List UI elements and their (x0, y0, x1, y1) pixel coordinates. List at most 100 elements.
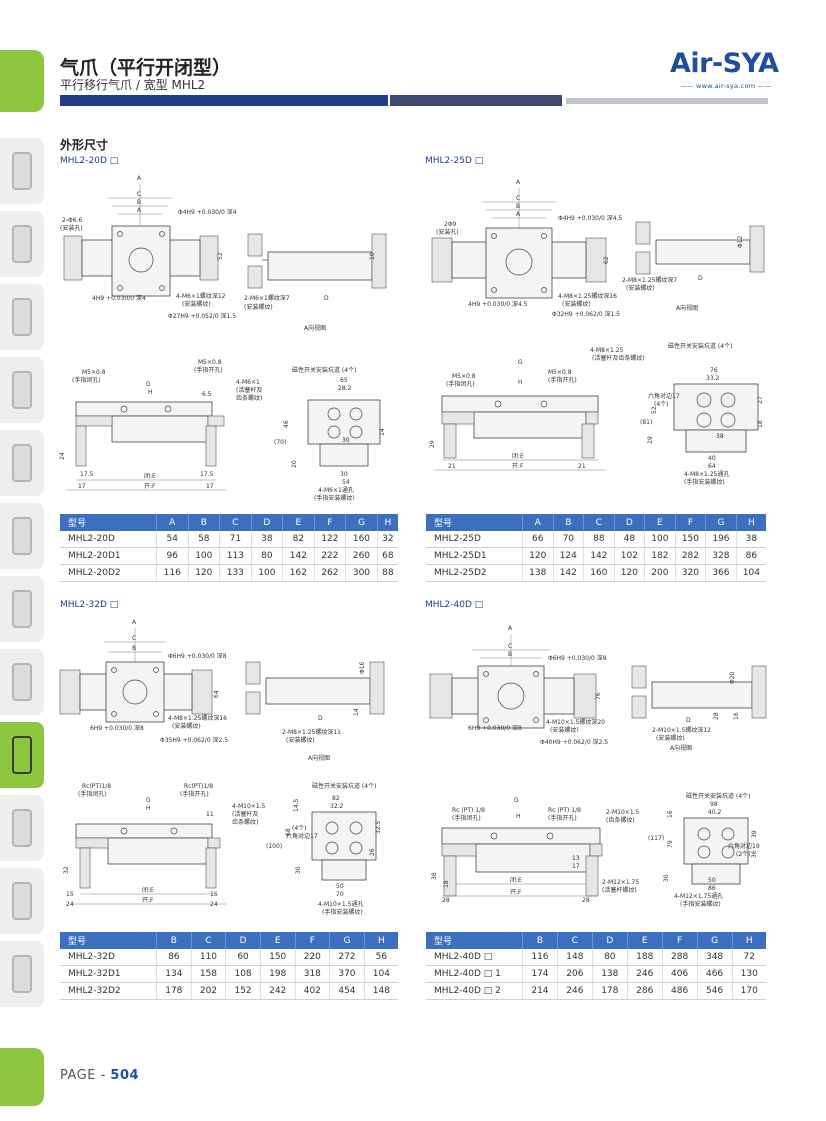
dim-b: B (132, 645, 136, 652)
dim-175-left: 17.5 (80, 471, 94, 478)
value-cell: 152 (225, 982, 261, 1000)
category-tab-7[interactable] (0, 576, 44, 642)
dim-76: 76 (595, 692, 602, 700)
component-icon (12, 371, 32, 409)
category-tab-11[interactable] (0, 868, 44, 934)
model-cell: MHL2-20D (60, 531, 157, 548)
component-icon (12, 590, 32, 628)
category-tab-2[interactable] (0, 211, 44, 277)
gripper-icon (12, 736, 32, 774)
value-cell: 142 (553, 564, 585, 582)
note-switch-slot: 磁性开关安装坑道 (4个) (686, 792, 750, 800)
dim-27: 27 (757, 396, 764, 404)
value-cell: 70 (553, 531, 585, 548)
category-tab-1[interactable] (0, 138, 44, 204)
dim-open-f: 开:F (142, 897, 154, 904)
dim-a: A (516, 179, 521, 186)
category-tab-gripper[interactable] (0, 722, 44, 788)
model-cell: MHL2-20D1 (60, 547, 157, 565)
note-m10-thread: 4-M10×1.5螺纹深20 (546, 718, 605, 726)
category-tab-12[interactable] (0, 941, 44, 1007)
note-m6-thru-sub: (手指安装螺纹) (314, 494, 355, 502)
note-4h9: 4H9 +0.030/0 深4.5 (468, 300, 528, 308)
value-cell: 38 (251, 531, 284, 548)
value-cell: 86 (736, 547, 766, 565)
dim-332: 33.2 (706, 375, 720, 382)
dim-50: 50 (708, 877, 716, 884)
note-m10-thru: 4-M10×1.5通孔 (318, 900, 363, 908)
note-m6-thru: 4-M6×1通孔 (318, 486, 354, 494)
dim-b: B (137, 199, 141, 206)
component-icon (12, 152, 32, 190)
value-cell: 104 (736, 564, 766, 582)
value-cell: 54 (156, 531, 189, 548)
view-a-label: A向视图 (670, 744, 692, 752)
category-tab-bottom[interactable] (0, 1048, 44, 1106)
dim-d: D (698, 275, 703, 282)
brand-url: —— www.air-sya.com —— (680, 82, 772, 90)
value-cell: 148 (557, 949, 593, 966)
note-m5-open: M5×0.8 (548, 369, 572, 376)
category-tab-6[interactable] (0, 503, 44, 569)
dim-28-left: 28 (442, 897, 450, 904)
dim-145: 14.5 (293, 798, 300, 812)
dim-76: 76 (710, 367, 718, 374)
model-label-25: MHL2-25D □ (425, 156, 484, 166)
dim-64: 64 (213, 690, 220, 698)
note-m5-open-sub: (手指开孔) (194, 366, 223, 374)
note-m6-7: 2-M6×1螺纹深7 (244, 294, 290, 302)
note-hex-sub: (4个) (292, 825, 307, 832)
category-tab-5[interactable] (0, 430, 44, 496)
note-m10-12-sub: (安装螺纹) (656, 734, 685, 742)
value-cell: 80 (592, 949, 628, 966)
note-rod-sub: (活塞杆及 (236, 386, 262, 394)
note-rod12-sub: (活塞杆螺纹) (602, 886, 637, 894)
category-tab-4[interactable] (0, 357, 44, 423)
table-header-cell: H (377, 514, 398, 531)
table-header-cell: E (627, 932, 663, 949)
note-m10-rod: 4-M10×1.5 (232, 803, 266, 810)
note-m5-open-sub: (手指开孔) (548, 376, 577, 384)
value-cell: 402 (295, 982, 331, 1000)
category-tab-10[interactable] (0, 795, 44, 861)
dim-11: 11 (206, 811, 214, 818)
value-cell: 220 (295, 949, 331, 966)
note-switch-slot: 磁性开关安装坑道 (4个) (312, 782, 376, 790)
category-tab-3[interactable] (0, 284, 44, 350)
brand-logo: Air-SYA (670, 48, 779, 79)
view-a-label: A向视图 (676, 304, 698, 312)
dim-17-left: 17 (78, 483, 86, 490)
category-tab-8[interactable] (0, 649, 44, 715)
model-cell: MHL2-40D □ (426, 949, 523, 966)
dim-40: 40 (708, 455, 716, 462)
value-cell: 48 (614, 531, 646, 548)
value-cell: 142 (583, 547, 615, 565)
table-header-cell: B (156, 932, 192, 949)
note-rod-sub2: 齿条螺纹) (232, 818, 258, 826)
value-cell: 162 (282, 564, 315, 582)
view-a-label: A向视图 (304, 324, 326, 332)
note-mount-holes: 2Φ9 (444, 221, 457, 228)
note-m8-thread: 4-M8×1.25螺纹深16 (558, 292, 617, 300)
component-icon (12, 663, 32, 701)
dim-phi16: Φ16 (359, 661, 366, 674)
value-cell: 178 (156, 982, 192, 1000)
note-m12-rod: 2-M12×1.75 (602, 879, 639, 886)
table-header-cell: F (675, 514, 707, 531)
dim-24-left: 24 (66, 901, 74, 908)
table-header-cell: G (329, 932, 365, 949)
drawing-mhl2-40d: A C B Φ6H9 +0.030/0 深8 4-M10×1.5螺纹深20 (安… (429, 625, 767, 908)
category-tab-top[interactable] (0, 50, 44, 112)
dim-28-right: 28 (582, 897, 590, 904)
value-cell: 86 (156, 949, 192, 966)
value-cell: 88 (583, 531, 615, 548)
value-cell: 348 (697, 949, 733, 966)
